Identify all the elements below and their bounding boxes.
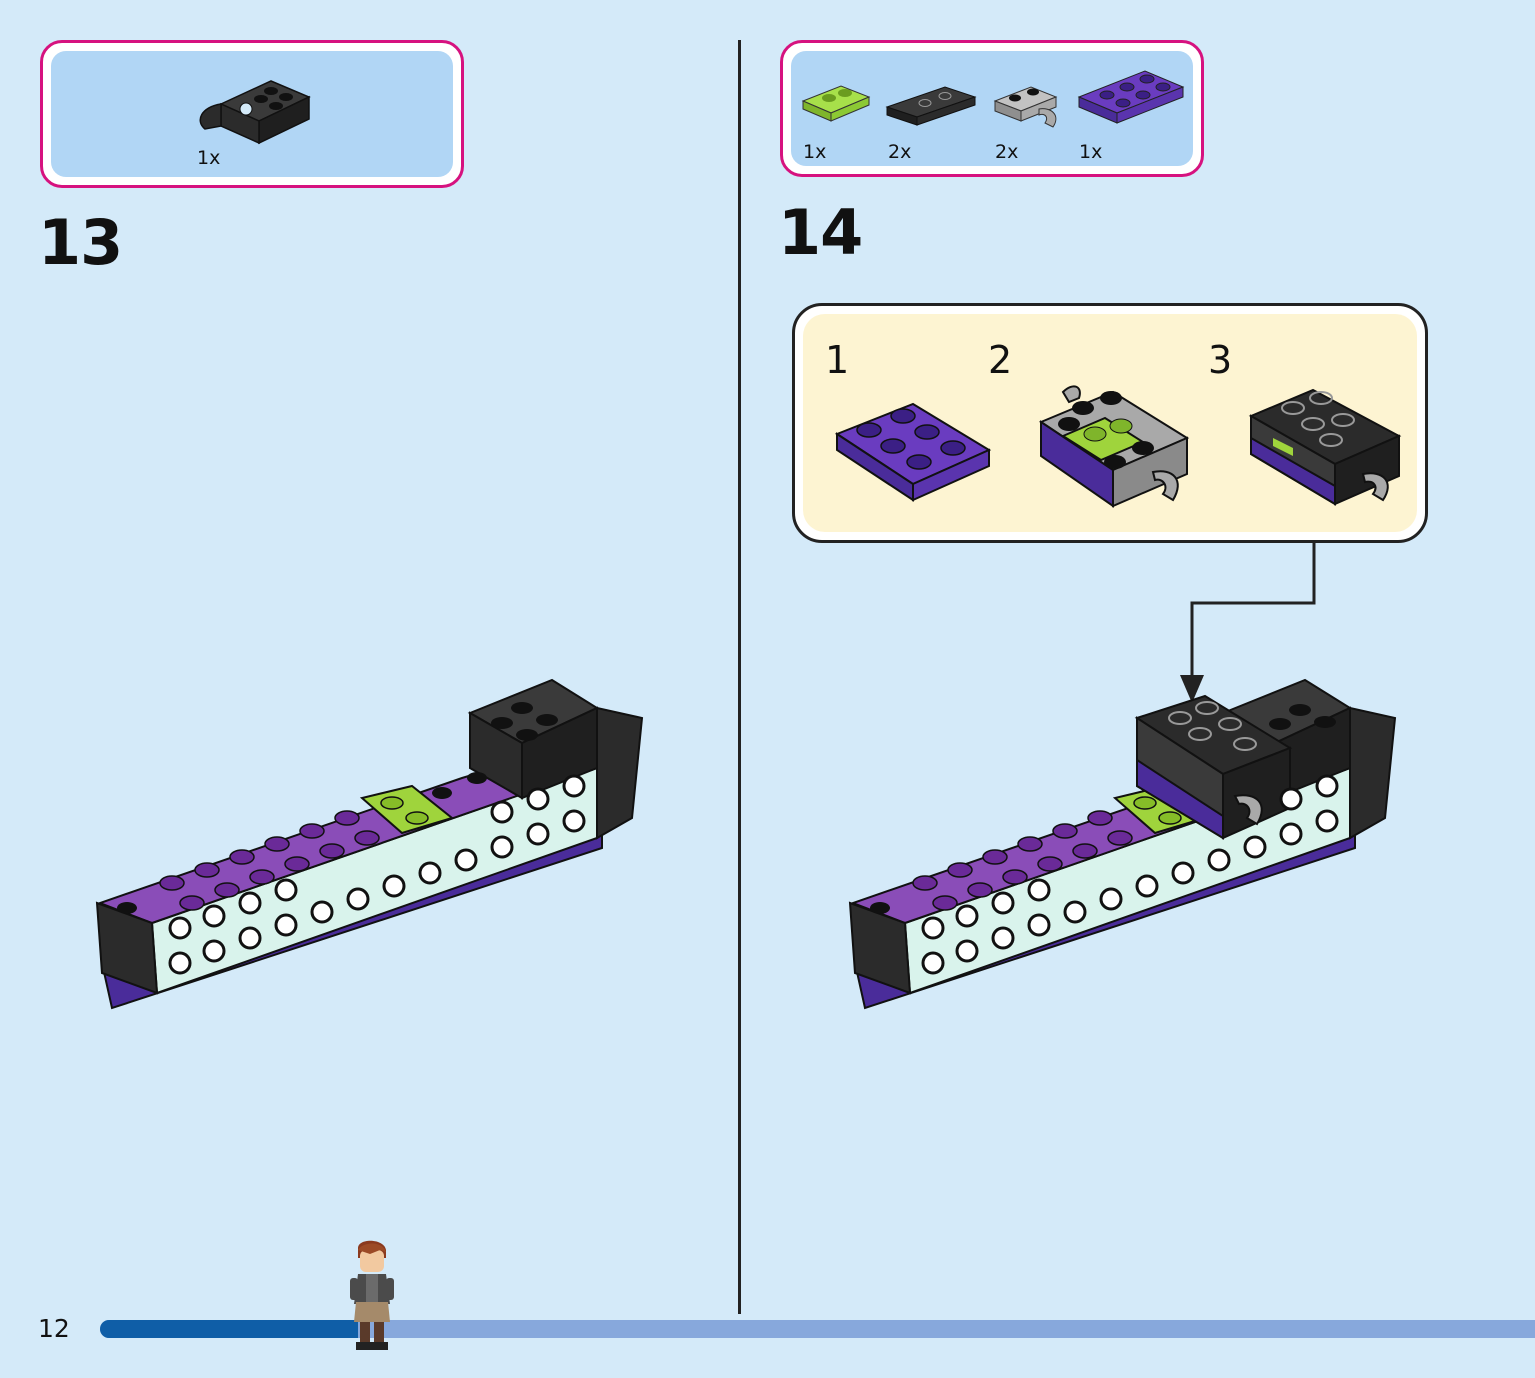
page-divider (738, 40, 741, 1314)
part-qty: 1x (197, 147, 221, 169)
subassembly-panel: 1 2 3 (792, 303, 1428, 543)
parts-callout-step-14: 1x 2x 2x 1x (780, 40, 1204, 177)
parts-list: 1x 2x 2x 1x (791, 51, 1193, 166)
black-tile-icon (885, 86, 977, 126)
substep-2-model (1038, 385, 1190, 508)
black-clip-brick-icon (199, 80, 311, 145)
lime-plate-icon (801, 85, 871, 122)
substep-number: 1 (825, 338, 850, 382)
minifigure-progress-marker-icon (350, 1240, 394, 1350)
substep-3-model (1248, 388, 1402, 506)
parts-list: 1x (51, 51, 453, 177)
model-step-14 (848, 678, 1397, 1010)
substep-number: 3 (1208, 338, 1233, 382)
subassembly-inner: 1 2 3 (803, 314, 1417, 532)
part-qty: 1x (803, 141, 827, 163)
part-qty: 2x (888, 141, 912, 163)
parts-callout-step-13: 1x (40, 40, 464, 188)
part-qty: 2x (995, 141, 1019, 163)
connector-arrow (1180, 543, 1316, 703)
step-number: 14 (778, 196, 863, 269)
progress-bar (100, 1320, 1535, 1338)
grey-clip-plate-icon (993, 86, 1058, 128)
substep-number: 2 (988, 338, 1013, 382)
model-step-13 (95, 678, 644, 1010)
page-number: 12 (38, 1314, 70, 1343)
step-number: 13 (38, 206, 123, 279)
progress-bar-fill (100, 1320, 359, 1338)
substep-1-model (834, 402, 992, 502)
part-qty: 1x (1079, 141, 1103, 163)
purple-plate-icon (1077, 70, 1185, 124)
